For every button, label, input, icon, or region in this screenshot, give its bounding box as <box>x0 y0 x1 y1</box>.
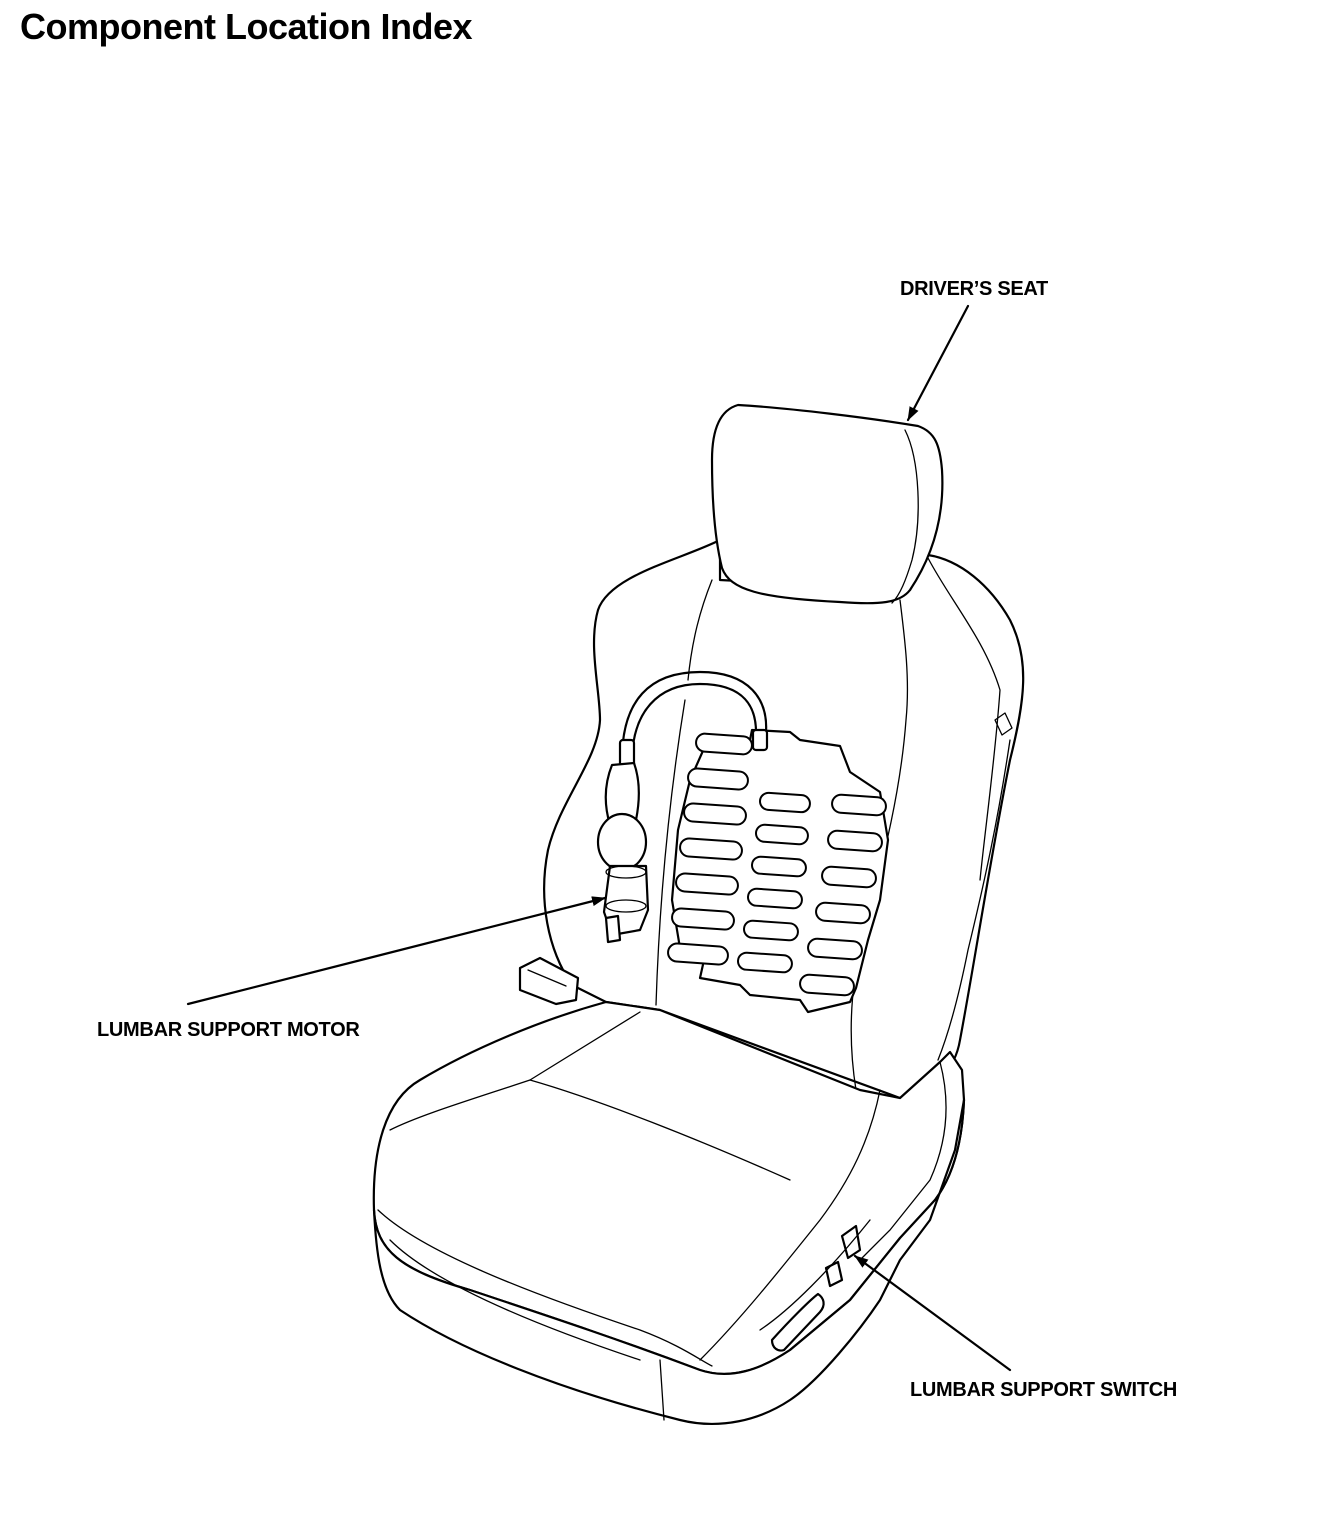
lumbar-switch-arrow <box>853 1254 1012 1372</box>
drivers-seat-label: DRIVER’S SEAT <box>900 278 1048 300</box>
lumbar-support-switch-label: LUMBAR SUPPORT SWITCH <box>910 1379 1178 1401</box>
lumbar-cable <box>618 670 769 768</box>
seat-side-panel <box>759 1061 947 1352</box>
recline-lever <box>518 956 580 1006</box>
page-title: Component Location Index <box>20 6 473 47</box>
lumbar-support-motor-label: LUMBAR SUPPORT MOTOR <box>97 1019 360 1041</box>
lumbar-support-plate <box>667 728 890 1014</box>
lumbar-support-motor <box>596 761 650 944</box>
lumbar-motor-arrow <box>186 896 607 1006</box>
headrest <box>710 403 944 605</box>
drivers-seat-arrow <box>906 304 970 422</box>
